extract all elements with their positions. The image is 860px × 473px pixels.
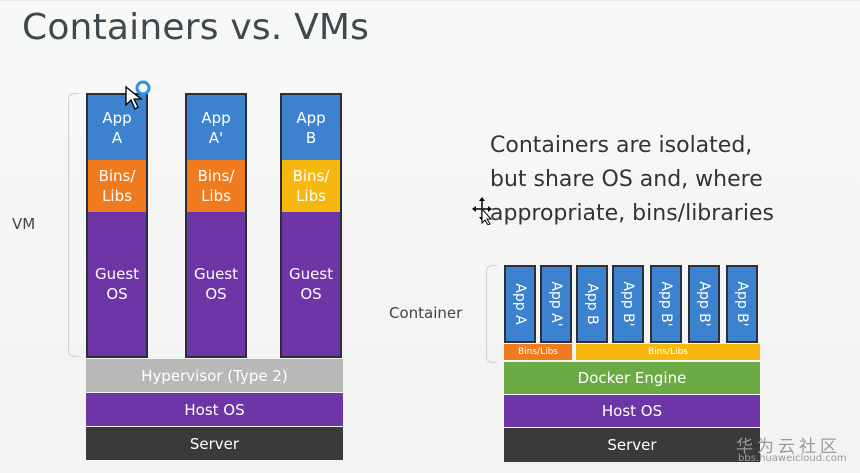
container-bins-left: Bins/Libs [504,344,572,360]
container-brace [486,265,497,363]
container-app-b: App B [576,265,608,343]
watermark-logo-text: 华为云社区 [736,437,841,457]
vm-guest-os-a: Guest OS [86,212,148,358]
container-app-b-prime-3: App B' [688,265,720,343]
container-host-os-bar: Host OS [504,395,760,427]
vm-app-a: App A [86,93,148,160]
container-app-a-prime: App A' [540,265,572,343]
container-app-b-prime-1: App B' [612,265,644,343]
vm-app-b: App B [280,93,342,160]
vm-app-a-prime: App A' [185,93,247,160]
vm-bins-a-prime: Bins/ Libs [185,160,247,212]
container-app-b-prime-4: App B' [726,265,758,343]
watermark-url: bbs.huaweicloud.com [738,453,847,464]
container-bins-right: Bins/Libs [576,344,760,360]
vm-brace [68,93,79,357]
vm-guest-os-a-prime: Guest OS [185,212,247,358]
hypervisor-bar: Hypervisor (Type 2) [86,359,343,392]
cursor-ring-icon [135,80,151,96]
move-cursor-icon [472,197,493,225]
vm-label: VM [12,215,36,233]
container-app-a: App A [504,265,536,343]
cursor-arrow-icon [125,85,143,110]
vm-server-bar: Server [86,427,343,460]
slide-title: Containers vs. VMs [22,7,370,48]
vm-bins-b: Bins/ Libs [280,160,342,212]
vm-guest-os-b: Guest OS [280,212,342,358]
description-text: Containers are isolated, but share OS an… [490,133,774,226]
vm-host-os-bar: Host OS [86,393,343,426]
vm-bins-a: Bins/ Libs [86,160,148,212]
container-label: Container [389,304,463,322]
container-server-bar: Server [504,428,760,462]
container-app-b-prime-2: App B' [650,265,682,343]
docker-engine-bar: Docker Engine [504,362,760,394]
